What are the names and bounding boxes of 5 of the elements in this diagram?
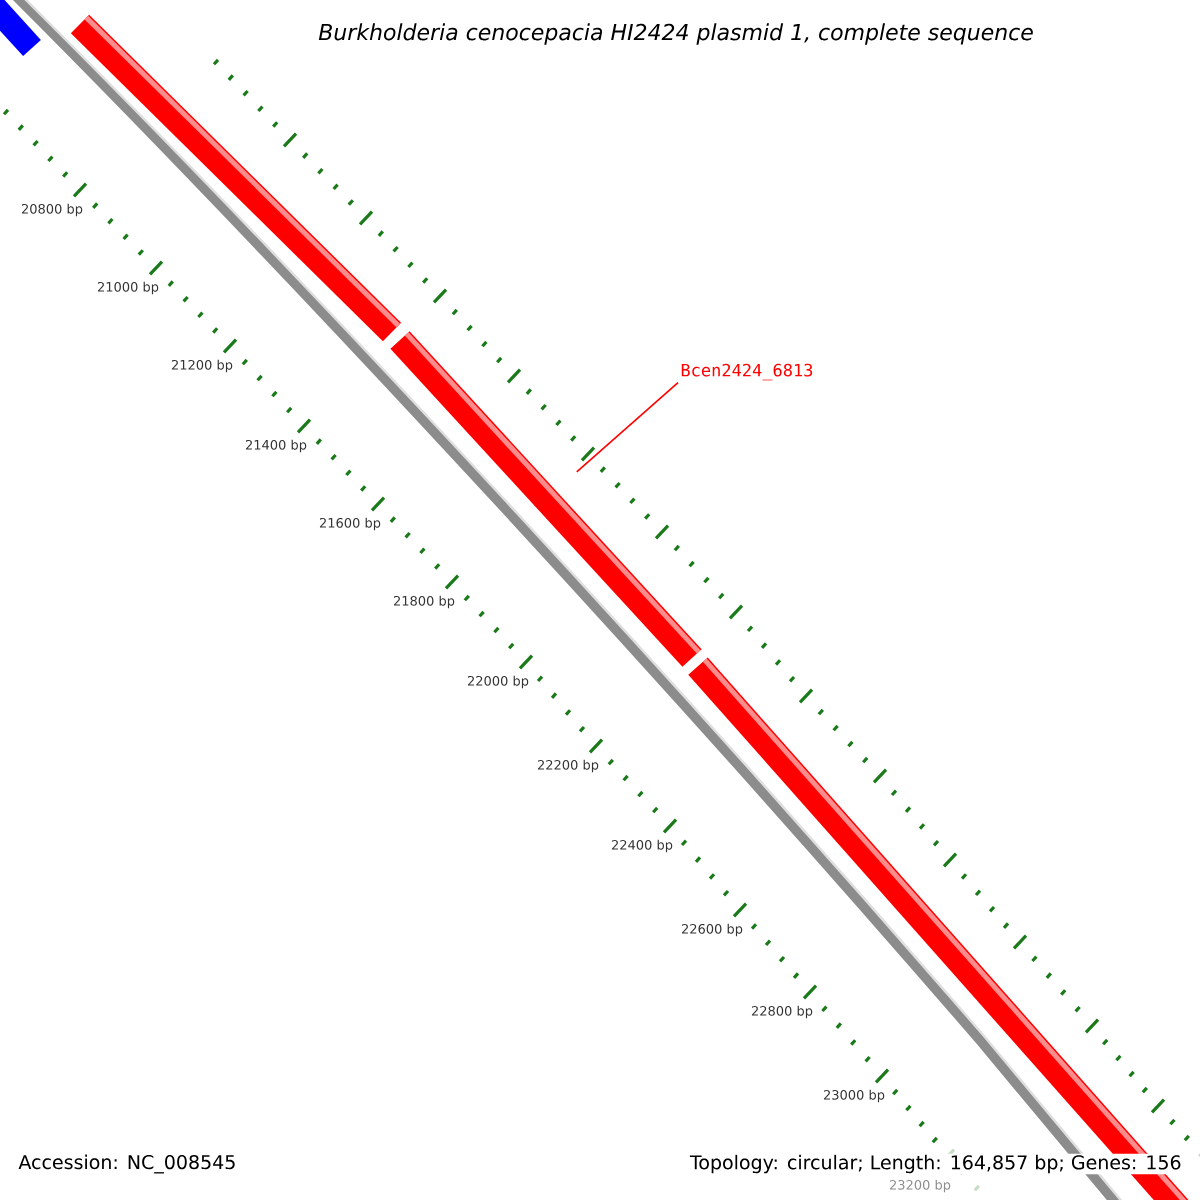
gene-label: Bcen2424_6813 xyxy=(681,363,813,381)
footer-text: Topology: circular; Length: 164,857 bp; Genes: 156 xyxy=(687,1153,1184,1175)
leader-line xyxy=(575,381,679,473)
footer-text: Accession: NC_008545 xyxy=(18,1154,235,1174)
title: Burkholderia cenocepacia HI2424 plasmid 1, complete sequence xyxy=(318,23,1033,45)
